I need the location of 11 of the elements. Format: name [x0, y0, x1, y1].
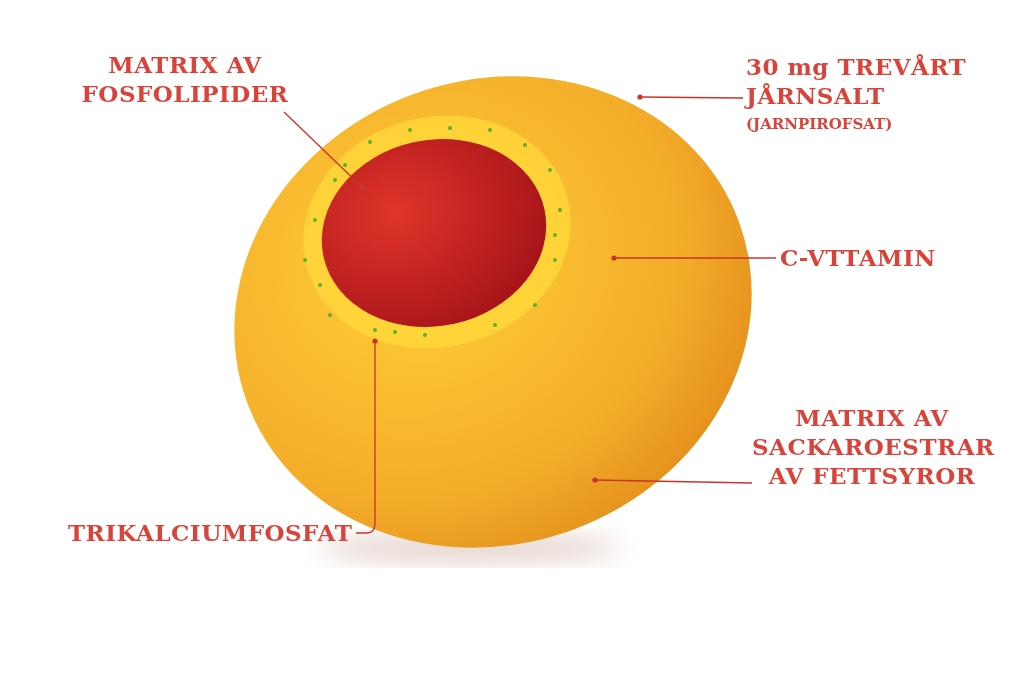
note-label: (JARNPIROFSAT)	[746, 115, 893, 133]
leader-line	[355, 338, 378, 534]
callout-label: 30 mg TREVÅRT JÅRNSALT	[746, 53, 967, 109]
callout-label: MATRIX AV FOSFOLIPIDER	[81, 51, 289, 107]
leader-line	[611, 255, 777, 261]
callout-label: C-VTTAMIN	[780, 244, 936, 271]
callout-label: MATRIX AV SACKAROESTRAR AV FETTSYROR	[752, 404, 995, 489]
leader-line	[637, 94, 744, 100]
callout-label: TRIKALCIUMFOSFAT	[68, 519, 353, 546]
leader-line	[592, 477, 753, 484]
leader-line	[283, 111, 365, 190]
